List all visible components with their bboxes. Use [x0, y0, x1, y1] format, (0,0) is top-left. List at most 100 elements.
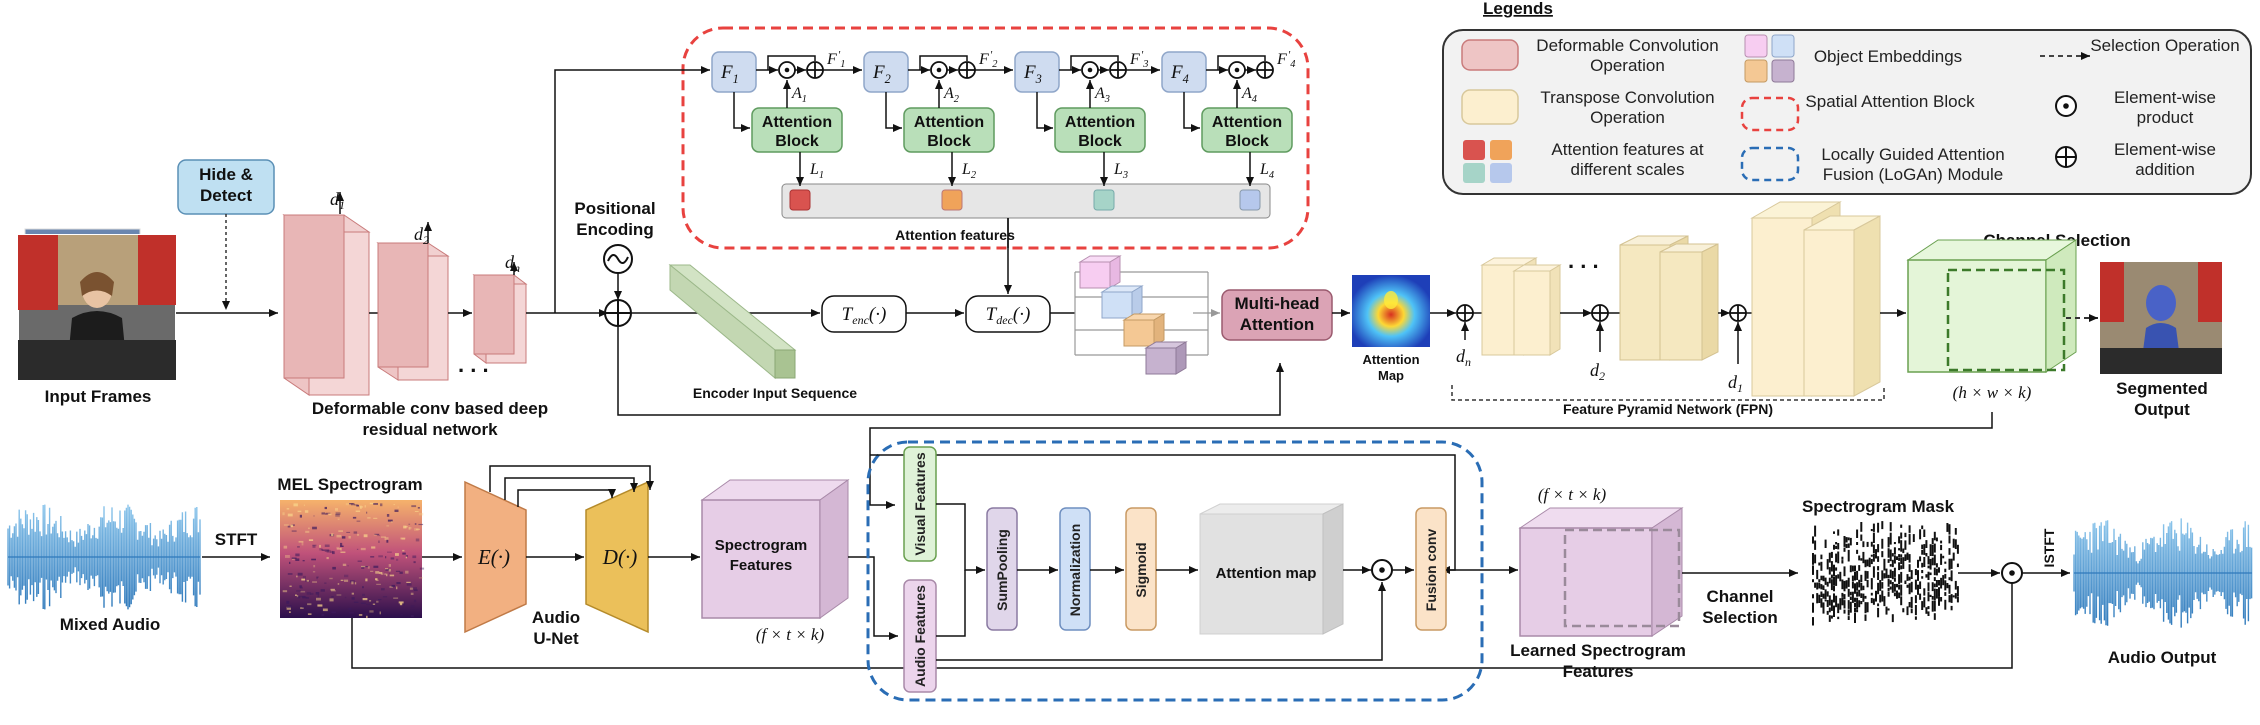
legend-logan-swatch	[1740, 146, 1800, 182]
legend-addition-icon	[2055, 146, 2077, 168]
svg-text:Block: Block	[1078, 133, 1122, 150]
attention-map-block	[1199, 503, 1344, 635]
legend-attn-swatch-red	[1463, 140, 1485, 160]
positional-encoding-label: Positional Encoding	[574, 199, 655, 239]
svg-text:Block: Block	[1225, 133, 1269, 150]
legend-emb-swatch-3	[1744, 59, 1768, 83]
fpn: dn . . . d2 d1	[1451, 201, 1885, 417]
attention-block-3	[1054, 107, 1146, 153]
spatial-attention-border	[681, 26, 1310, 250]
learned-dims-label: (f × t × k)	[1538, 485, 1607, 504]
legend-spatial-label: Spatial Attention Block	[1805, 92, 1974, 111]
sigmoid-label: Sigmoid	[1133, 542, 1149, 597]
legend-spatial-swatch	[1740, 96, 1800, 132]
attention-block-1	[751, 107, 843, 153]
f-label-3: F3	[1023, 62, 1042, 86]
svg-text:Block: Block	[775, 133, 819, 150]
l-label-3: L3	[1113, 161, 1128, 181]
attention-features-label: Attention features	[895, 227, 1015, 243]
input-frames-label: Input Frames	[45, 387, 152, 406]
legend-title: Legends	[1483, 0, 1553, 18]
attn-feature-l3	[1093, 189, 1115, 211]
svg-text:dn: dn	[1456, 346, 1471, 369]
legend-transpose-label: Transpose Convolution Operation	[1540, 88, 1714, 127]
mha-label: Multi-head Attention	[1235, 294, 1320, 334]
mixed-audio-label: Mixed Audio	[60, 615, 160, 634]
attention-block-2	[903, 107, 995, 153]
l-label-1: L1	[809, 161, 824, 181]
attention-map-label-2: Map	[1378, 368, 1404, 383]
product-icon-logan	[1371, 559, 1393, 581]
sigmoid-box	[1125, 507, 1157, 631]
video-to-audio-connector	[869, 412, 1993, 509]
logan-module-border	[866, 440, 1484, 702]
svg-text:d1: d1	[1728, 372, 1743, 395]
mel-spectrogram-image	[280, 500, 425, 619]
segmented-label-2: Output	[2134, 400, 2190, 419]
legend-attn-swatch-blue	[1490, 163, 1512, 183]
segmented-label-1: Segmented	[2116, 379, 2208, 398]
dn-label: dn	[505, 252, 520, 275]
mel-label: MEL Spectrogram	[277, 475, 422, 494]
stft-label: STFT	[215, 530, 258, 549]
legend-selection-label: Selection Operation	[2090, 36, 2239, 55]
f-label-1: F1	[720, 62, 739, 86]
enc-label: E(·)	[477, 545, 510, 569]
spatial-stages: F1F′1AttentionBlockA1L1F2F′2AttentionBlo…	[711, 49, 1295, 248]
legend-deformable-label: Deformable Convolution Operation	[1536, 36, 1718, 75]
svg-text:Attention: Attention	[914, 114, 984, 131]
legend-attn-swatch-orange	[1490, 140, 1512, 160]
attn-feature-l4	[1239, 189, 1261, 211]
audio-branch: Mixed Audio STFT MEL Spectrogram E(·) D(…	[7, 440, 2253, 702]
legend-deformable-swatch	[1461, 39, 1519, 71]
audio-features-label: Audio Features	[912, 585, 928, 687]
learned-label-2: Features	[1563, 662, 1634, 681]
input-frames: Input Frames	[17, 228, 177, 406]
svg-text:d2: d2	[1590, 360, 1605, 383]
legend-emb-swatch-4	[1771, 59, 1795, 83]
svg-text:Attention: Attention	[762, 114, 832, 131]
d2-label: d2	[414, 224, 429, 247]
t-dec-box	[965, 295, 1051, 333]
add-icon-positional	[604, 299, 632, 327]
encoder-trapezoid	[464, 480, 527, 634]
object-embeddings	[1074, 255, 1220, 375]
fusion-conv-label: Fusion conv	[1423, 529, 1439, 612]
mha-box	[1221, 289, 1333, 341]
l-label-2: L2	[961, 161, 976, 181]
skip-to-output-connector	[351, 570, 2016, 669]
normalization-box	[1059, 507, 1091, 631]
legend-emb-swatch-2	[1771, 34, 1795, 58]
learned-spectrogram-cube	[1518, 507, 1684, 637]
legend-logan-label: Locally Guided Attention Fusion (LoGAn) …	[1821, 145, 2004, 184]
spec-dims-label: (f × t × k)	[756, 625, 825, 644]
encoder-input-sequence	[668, 263, 797, 380]
legend-addition-label: Element-wise addition	[2114, 140, 2216, 179]
attn-feature-l1	[789, 189, 811, 211]
legend-emb-label: Object Embeddings	[1814, 47, 1962, 66]
f-label-2: F2	[872, 62, 891, 86]
legend-attn-swatch-teal	[1463, 163, 1485, 183]
fusion-conv-box	[1415, 507, 1447, 631]
fpn-label: Feature Pyramid Network (FPN)	[1563, 401, 1773, 417]
learned-label-1: Learned Spectrogram	[1510, 641, 1686, 660]
cube-dims-label: (h × w × k)	[1953, 383, 2032, 402]
l-label-4: L4	[1259, 161, 1274, 181]
d1-label: d1	[330, 189, 345, 212]
legend-panel	[1442, 29, 2252, 195]
a-label-2: A2	[943, 85, 959, 105]
f-label-4: F4	[1170, 62, 1189, 86]
encoder-seq-label: Encoder Input Sequence	[693, 385, 857, 401]
deformable-block-1	[282, 214, 371, 396]
fp-label-1: F′1	[826, 49, 845, 70]
add-icon-d1	[1729, 304, 1747, 322]
hide-detect-label: Hide & Detect	[199, 165, 253, 205]
deformable-block-n	[472, 274, 528, 364]
attention-map-label-1: Attention	[1362, 352, 1419, 367]
add-icon-d2	[1591, 304, 1609, 322]
video-branch: Input Frames Hide & Detect d1 d2 . . .	[17, 66, 2222, 509]
add-icon-dn	[1456, 304, 1474, 322]
